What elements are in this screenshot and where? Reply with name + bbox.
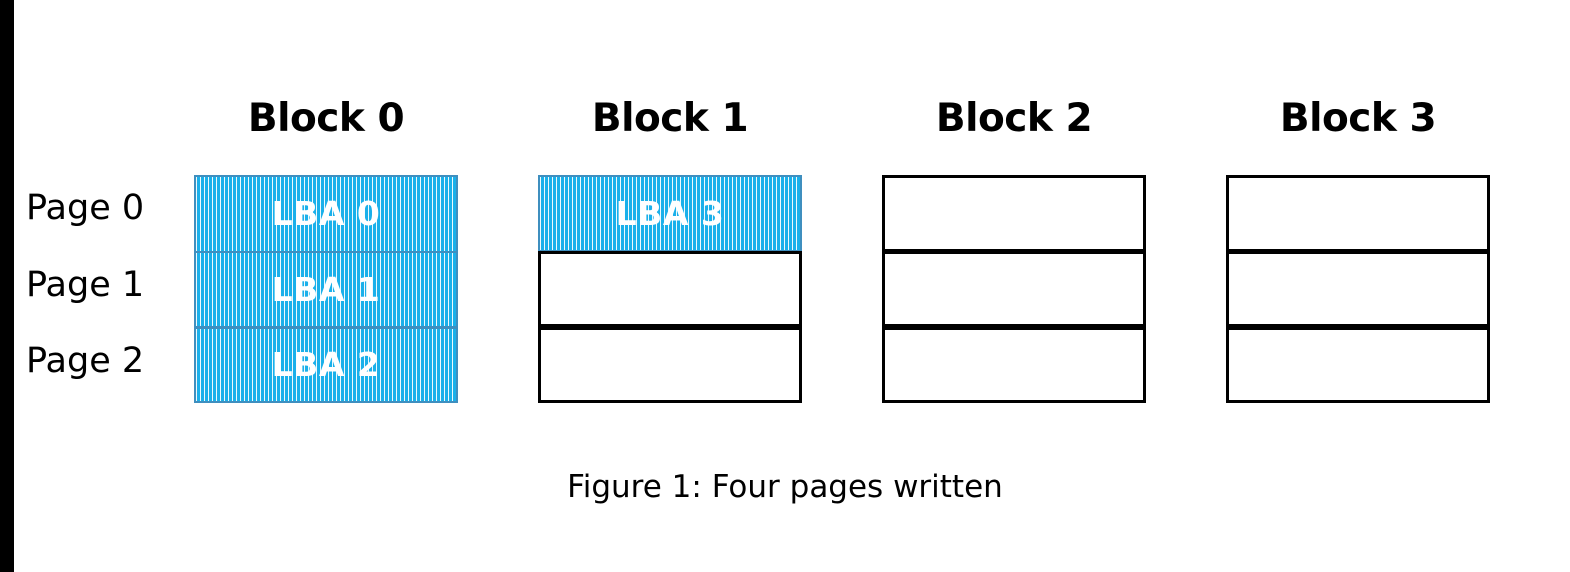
block-header-0: Block 0	[247, 96, 405, 141]
block-1: LBA 3	[538, 175, 802, 404]
block-0-page-1-cell[interactable]: LBA 1	[194, 251, 458, 327]
figure-caption: Figure 1: Four pages written	[567, 469, 1003, 505]
left-margin-bar	[0, 0, 14, 572]
block-3-page-2-cell[interactable]	[1226, 326, 1490, 403]
block-2-page-1-cell[interactable]	[882, 250, 1146, 327]
block-2-page-2-cell[interactable]	[882, 326, 1146, 403]
row-label-page-2: Page 2	[26, 341, 145, 381]
block-0-page-0-cell[interactable]: LBA 0	[194, 175, 458, 252]
block-1-page-2-cell[interactable]	[538, 326, 802, 403]
block-0: LBA 0 LBA 1 LBA 2	[194, 175, 458, 404]
block-0-page-2-cell[interactable]: LBA 2	[194, 327, 458, 403]
block-3	[1226, 175, 1490, 404]
block-header-3: Block 3	[1279, 96, 1437, 141]
block-0-page-0-label: LBA 0	[271, 194, 381, 233]
block-header-1: Block 1	[591, 96, 749, 141]
row-label-page-1: Page 1	[26, 265, 145, 305]
block-0-page-2-label: LBA 2	[271, 345, 381, 384]
block-3-page-1-cell[interactable]	[1226, 250, 1490, 327]
block-2-page-0-cell[interactable]	[882, 175, 1146, 252]
block-1-page-1-cell[interactable]	[538, 250, 802, 327]
block-3-page-0-cell[interactable]	[1226, 175, 1490, 252]
block-0-page-1-label: LBA 1	[271, 269, 381, 309]
block-2	[882, 175, 1146, 404]
block-1-page-0-cell[interactable]: LBA 3	[538, 175, 802, 252]
block-header-2: Block 2	[935, 96, 1093, 141]
row-label-page-0: Page 0	[26, 188, 145, 228]
block-1-page-0-label: LBA 3	[615, 193, 725, 233]
